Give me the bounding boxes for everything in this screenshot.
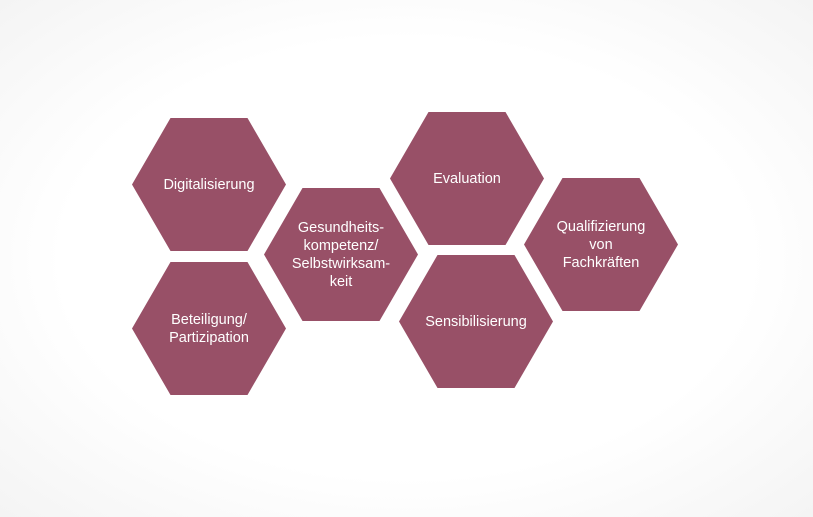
- hexagon-label: Sensibilisierung: [425, 313, 527, 330]
- hexagon-label: Gesundheits- kompetenz/ Selbstwirksam- k…: [291, 219, 391, 290]
- hexagon-digitalisierung: Digitalisierung: [132, 118, 286, 251]
- hexagon-label: Qualifizierung von Fachkräften: [556, 218, 646, 271]
- hexagon-evaluation: Evaluation: [390, 112, 544, 245]
- hexagon-qualifizierung: Qualifizierung von Fachkräften: [524, 178, 678, 311]
- hexagon-beteiligung: Beteiligung/ Partizipation: [132, 262, 286, 395]
- hexagon-label: Digitalisierung: [163, 176, 255, 193]
- hexagon-sensibilisierung: Sensibilisierung: [399, 255, 553, 388]
- hexagon-label: Beteiligung/ Partizipation: [169, 311, 249, 346]
- hexagon-label: Evaluation: [433, 170, 501, 187]
- hexagon-gesundheitskompetenz: Gesundheits- kompetenz/ Selbstwirksam- k…: [264, 188, 418, 321]
